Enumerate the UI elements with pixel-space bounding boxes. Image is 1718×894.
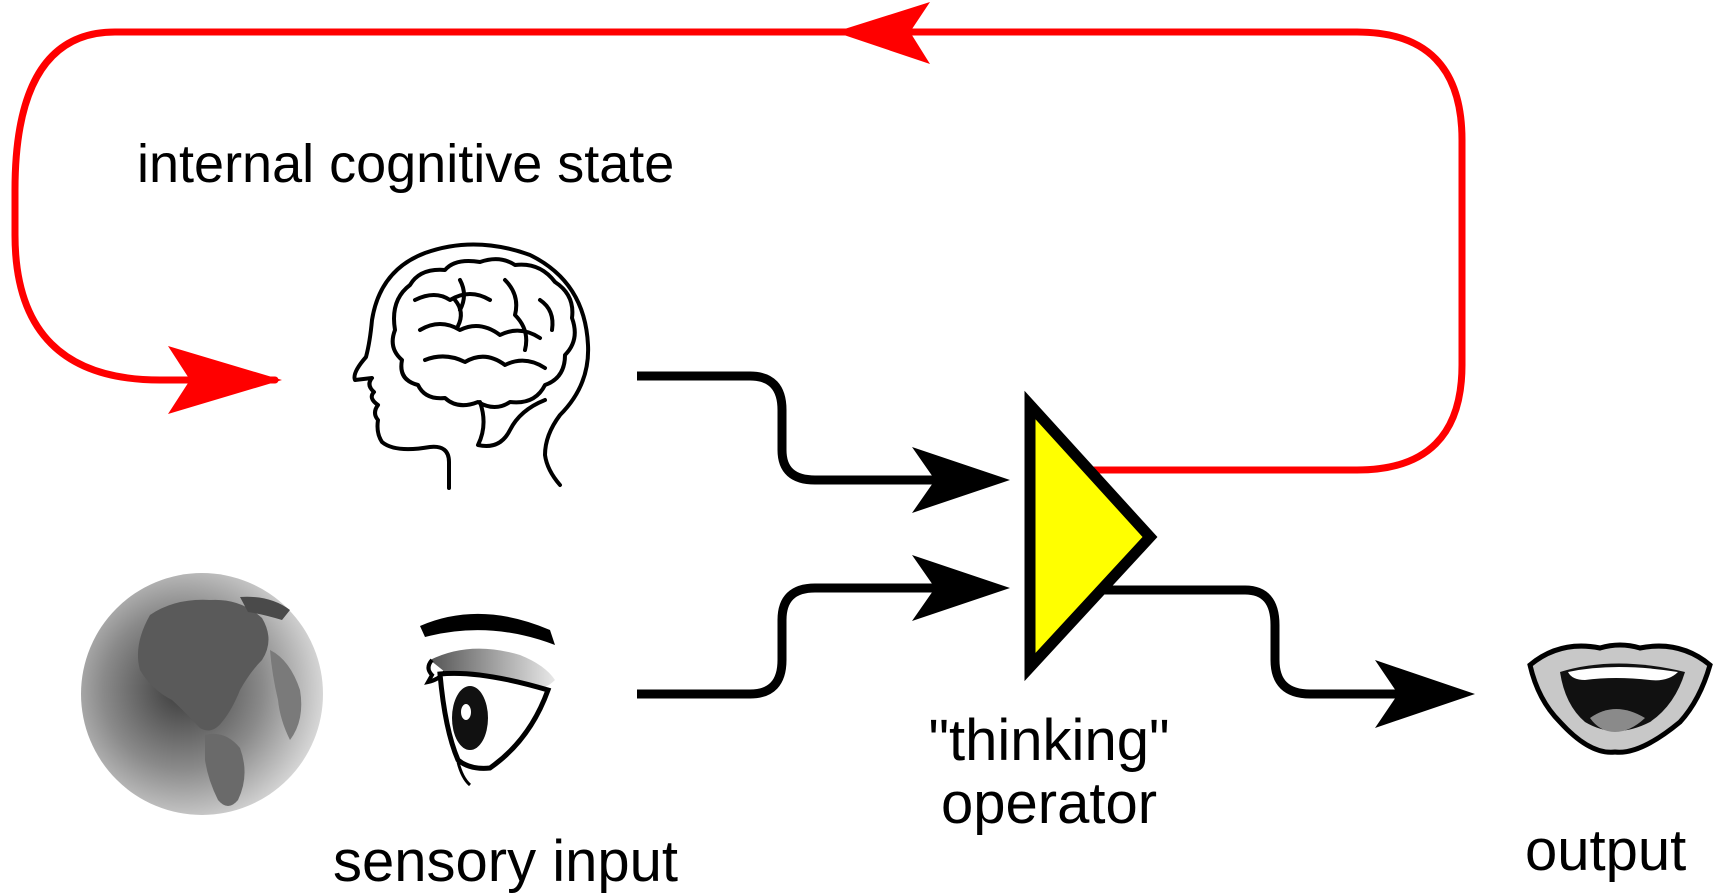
feedback-arrowhead-brain	[168, 346, 282, 414]
feedback-arrowhead-top	[835, 2, 930, 64]
mouth-icon	[1527, 642, 1713, 755]
eye-icon	[420, 613, 555, 787]
thinking-operator-label-line1: "thinking"	[928, 708, 1170, 773]
arrowhead-brain-input	[912, 447, 1010, 513]
operator-to-output-line	[1090, 585, 1460, 699]
globe-icon	[81, 573, 323, 815]
feedback-loop	[11, 28, 1466, 474]
thinking-operator-triangle	[1024, 390, 1158, 682]
thinking-operator-label-line2: operator	[940, 771, 1158, 836]
sensory-input-label: sensory input	[333, 829, 678, 894]
output-label: output	[1525, 818, 1687, 883]
arrowhead-sensory-input	[912, 555, 1010, 621]
internal-state-label: internal cognitive state	[137, 134, 675, 194]
sensory-to-operator-line	[637, 583, 995, 699]
arrowhead-output	[1375, 660, 1475, 728]
brain-to-operator-line	[637, 371, 995, 485]
brain-head-icon	[352, 242, 591, 490]
